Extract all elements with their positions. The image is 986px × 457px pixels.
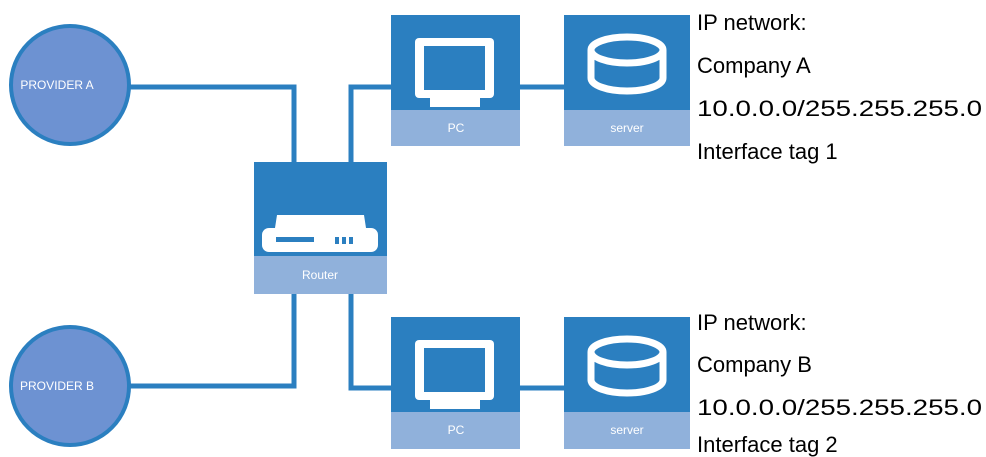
provider-b: PROVIDER B: [9, 325, 131, 447]
server-b-label: server: [610, 423, 643, 437]
link-provider-b-router: [130, 294, 297, 389]
pc-b-node: PC: [391, 317, 520, 449]
database-icon: [587, 33, 667, 95]
router-label: Router: [302, 268, 338, 282]
network-b-info-line: Company B: [697, 352, 812, 377]
database-icon: [587, 335, 667, 397]
link-router-pc-a: [348, 84, 391, 162]
server-a-label: server: [610, 121, 643, 135]
network-a-info-line: Interface tag 1: [697, 139, 838, 164]
link-router-pc-b: [348, 294, 391, 391]
monitor-icon: [415, 340, 494, 409]
monitor-icon: [415, 38, 494, 107]
server-b-node: server: [564, 317, 690, 449]
provider-a-label: PROVIDER A: [20, 78, 93, 92]
server-a-node: server: [564, 15, 690, 146]
router-icon: [262, 215, 378, 252]
server-a-label-strip: [564, 110, 690, 146]
pc-a-label: PC: [448, 121, 465, 135]
router-label-strip: [254, 256, 387, 294]
pc-b-label: PC: [448, 423, 465, 437]
provider-b-label: PROVIDER B: [20, 379, 94, 393]
network-a-info-line: 10.0.0.0/255.255.255.0: [697, 96, 982, 121]
router-node: Router: [254, 162, 387, 294]
pc-a-label-strip: [391, 110, 520, 146]
connection-lines: [130, 84, 564, 391]
pc-b-label-strip: [391, 412, 520, 449]
network-a-info-line: IP network:: [697, 10, 807, 35]
network-b-info: IP network: Company B 10.0.0.0/255.255.2…: [697, 310, 982, 457]
network-b-info-line: IP network:: [697, 310, 807, 335]
network-b-info-line: 10.0.0.0/255.255.255.0: [697, 395, 982, 420]
network-b-info-line: Interface tag 2: [697, 432, 838, 457]
server-b-label-strip: [564, 412, 690, 449]
link-provider-a-router: [130, 84, 297, 162]
provider-b-circle: [9, 325, 131, 447]
provider-a-circle: [9, 24, 131, 146]
provider-a: PROVIDER A: [9, 24, 131, 146]
pc-a-node: PC: [391, 15, 520, 146]
network-a-info: IP network: Company A 10.0.0.0/255.255.2…: [697, 10, 982, 164]
network-a-info-line: Company A: [697, 53, 811, 78]
